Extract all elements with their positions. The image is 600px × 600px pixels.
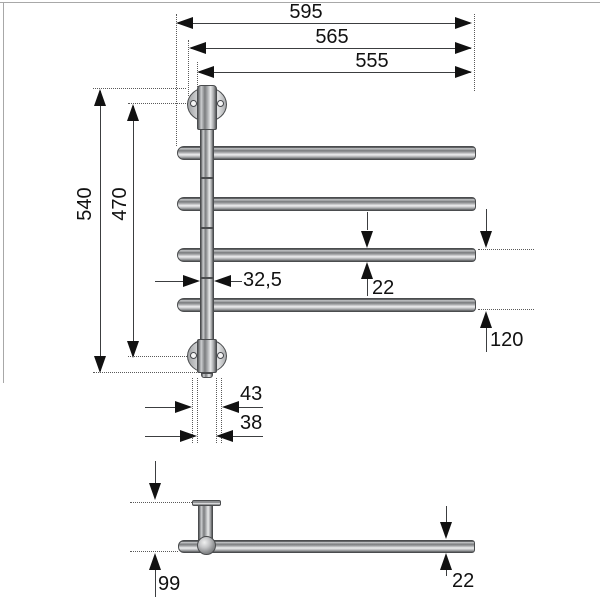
dim-540-label: 540 — [74, 187, 96, 221]
arm-hub-2 — [177, 197, 201, 211]
dim-565-line — [191, 48, 471, 49]
side-view-wall-plate — [192, 500, 221, 506]
extension-line-bar3-top — [478, 249, 534, 250]
dim-99-stem-bottom — [155, 570, 156, 597]
dim-22-stem-top — [367, 212, 368, 230]
dim-555-line — [199, 72, 471, 73]
dim-22-arrow-up — [361, 262, 373, 279]
dim-32-5-leader-right — [231, 281, 242, 282]
dim-540-line — [100, 91, 101, 371]
extension-line-top-flange — [93, 88, 186, 89]
dim-120-arrow-down — [480, 231, 492, 248]
extension-line-post-edge — [197, 62, 198, 87]
dim-470-label: 470 — [109, 187, 131, 221]
page-left-border — [3, 2, 4, 383]
extension-line-side-bar-bottom — [130, 551, 178, 552]
dim-120-stem-top — [486, 209, 487, 231]
dim-22-stem-bottom — [367, 279, 368, 296]
dim-38-leader-left — [145, 436, 180, 437]
extension-line-38-right — [216, 378, 217, 443]
page-top-border — [0, 2, 600, 3]
extension-line-38-left — [197, 378, 198, 443]
dim-32-5-arrow-right — [214, 275, 231, 287]
dim-555-label: 555 — [355, 50, 389, 72]
extension-line-wall-surface — [130, 502, 192, 503]
towel-bar-1 — [213, 146, 476, 160]
bottom-flange-screw-hole-right — [217, 352, 224, 359]
dim-470-arrow-bottom — [127, 341, 139, 358]
extension-line-wall-plane — [176, 14, 177, 146]
top-mount-sleeve — [197, 85, 217, 130]
dim-120-label: 120 — [490, 329, 524, 351]
extension-line-bottom-hole-axis — [128, 356, 187, 357]
post-joint-line-1 — [200, 177, 214, 179]
dim-22-side-arrow-down — [440, 522, 452, 539]
dim-22-arrow-down — [361, 231, 373, 248]
extension-line-flange-edge — [188, 40, 189, 96]
side-view-towel-bar — [178, 540, 475, 553]
dim-99-arrow-down — [149, 483, 161, 500]
bottom-flange-screw-hole-left — [190, 352, 197, 359]
dim-99-arrow-up — [149, 553, 161, 570]
towel-bar-3 — [213, 248, 476, 262]
extension-line-bar-end — [474, 14, 475, 91]
dim-470-arrow-top — [127, 104, 139, 121]
dim-38-arrow-left — [180, 430, 197, 442]
post-joint-line-3 — [200, 277, 214, 279]
post-joint-line-2 — [200, 227, 214, 229]
dim-43-arrow-right — [222, 401, 239, 413]
side-view-pivot-ball — [197, 536, 216, 555]
dim-38-leader-right — [233, 436, 263, 437]
dim-22-side-label: 22 — [452, 570, 475, 592]
extension-line-43-right — [221, 378, 222, 443]
dim-565-label: 565 — [315, 26, 349, 48]
dim-555-arrow-right — [455, 66, 472, 78]
extension-line-top-hole-axis — [128, 103, 188, 104]
dim-595-line — [178, 23, 470, 24]
top-flange-screw-hole-right — [217, 100, 224, 107]
dim-555-arrow-left — [197, 66, 214, 78]
dim-43-leader-left — [145, 407, 175, 408]
dim-22-side-arrow-up — [440, 553, 452, 570]
towel-bar-2 — [213, 197, 476, 211]
dim-595-label: 595 — [289, 1, 323, 23]
dim-22-side-stem-top — [446, 506, 447, 522]
dim-540-arrow-bottom — [94, 356, 106, 373]
dim-32-5-leader-left — [155, 281, 183, 282]
dim-595-arrow-left — [176, 17, 193, 29]
bottom-mount-sleeve — [197, 339, 217, 373]
dim-565-arrow-left — [189, 42, 206, 54]
dim-43-arrow-left — [175, 401, 192, 413]
dim-120-stem-bottom — [486, 328, 487, 352]
dim-99-label: 99 — [158, 573, 181, 595]
dim-120-arrow-up — [480, 311, 492, 328]
dim-38-label: 38 — [240, 412, 263, 434]
dim-32-5-arrow-left — [183, 275, 200, 287]
vertical-post — [200, 129, 214, 340]
extension-line-bottom-foot — [93, 372, 199, 373]
dim-99-stem-top — [155, 461, 156, 483]
dim-43-label: 43 — [240, 383, 263, 405]
post-bottom-foot — [201, 373, 213, 378]
dim-43-leader-right — [239, 407, 263, 408]
dim-22-label: 22 — [372, 277, 395, 299]
extension-line-bar4-bottom — [478, 309, 534, 310]
dim-32-5-label: 32,5 — [243, 269, 282, 291]
dim-595-arrow-right — [455, 17, 472, 29]
extension-line-43-left — [192, 378, 193, 443]
towel-bar-4 — [213, 298, 476, 312]
dim-38-arrow-right — [216, 430, 233, 442]
top-flange-screw-hole-left — [190, 100, 197, 107]
dim-540-arrow-top — [94, 89, 106, 106]
arm-hub-1 — [177, 146, 201, 160]
arm-hub-4 — [177, 298, 201, 312]
dim-565-arrow-right — [455, 42, 472, 54]
dim-22-side-stem-bottom — [446, 570, 447, 576]
dim-470-line — [133, 106, 134, 356]
arm-hub-3 — [177, 248, 201, 262]
